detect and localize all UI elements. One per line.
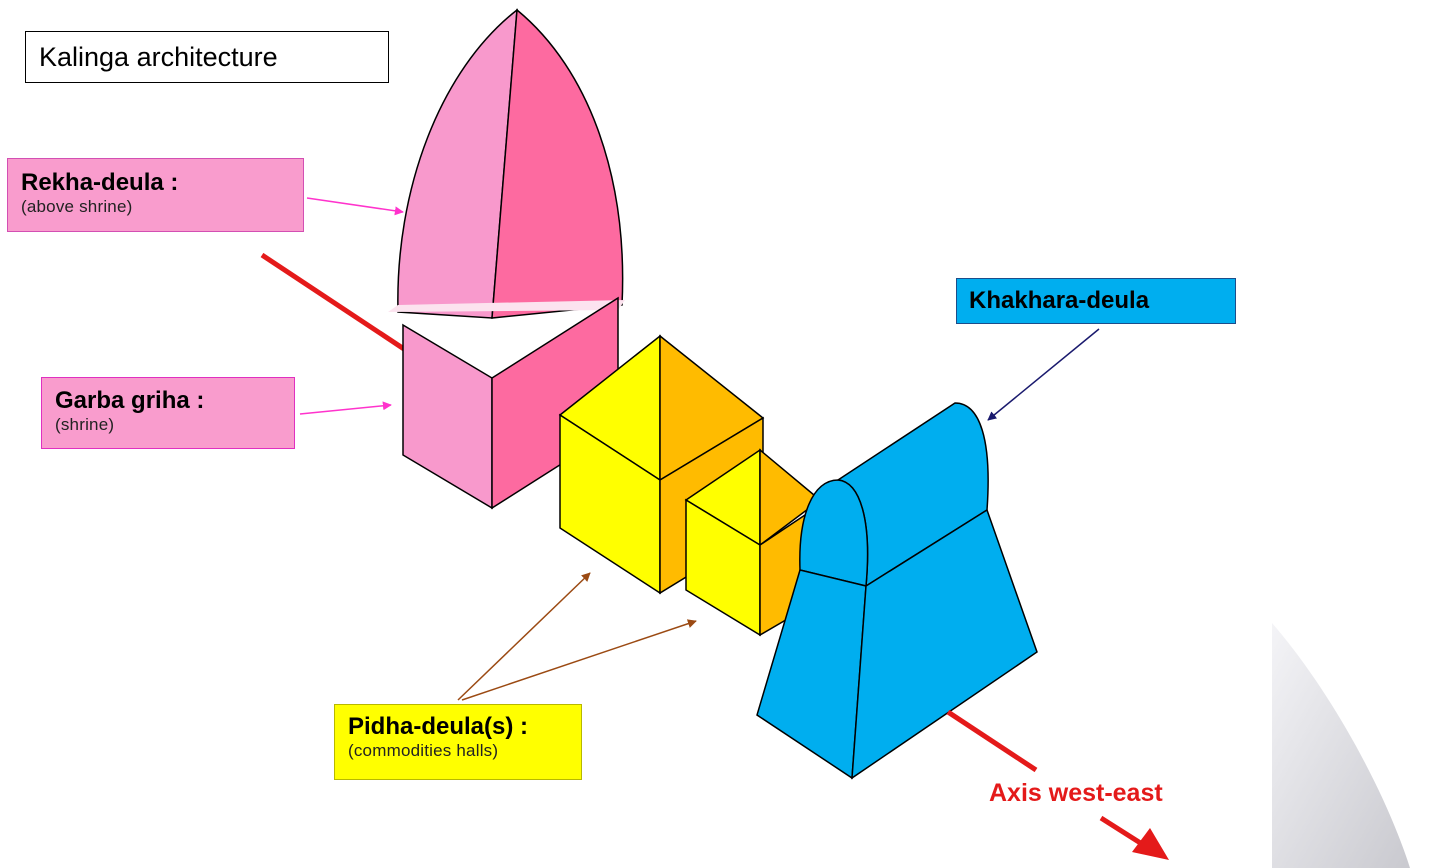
label-pidha-sub: (commodities halls) <box>348 741 499 760</box>
pidha-deula-small-shape <box>684 448 822 637</box>
arrow-pidha-small <box>461 619 697 701</box>
label-garba-griha: Garba griha : (shrine) <box>41 377 295 449</box>
label-garba-sub: (shrine) <box>55 415 115 434</box>
label-rekha-deula: Rekha-deula : (above shrine) <box>7 158 304 232</box>
axis-line-west <box>260 252 406 352</box>
label-pidha-deula: Pidha-deula(s) : (commodities halls) <box>334 704 582 780</box>
arrow-garba <box>299 401 392 415</box>
label-khakhara-deula: Khakhara-deula <box>956 278 1236 324</box>
watermark-shape <box>1272 623 1410 868</box>
khakhara-deula-shape <box>756 402 1038 780</box>
label-axis: Axis west-east <box>989 779 1163 807</box>
rekha-deula-shape <box>388 8 625 319</box>
label-rekha-sub: (above shrine) <box>21 197 133 216</box>
label-garba-main: Garba griha : <box>55 387 205 414</box>
label-pidha-main: Pidha-deula(s) : <box>348 713 529 740</box>
arrow-pidha-large <box>457 572 591 701</box>
diagram-title: Kalinga architecture <box>25 31 389 83</box>
axis-arrowhead <box>1132 828 1169 860</box>
arrow-khakhara <box>987 328 1100 421</box>
label-rekha-main: Rekha-deula : <box>21 169 179 196</box>
axis-line-east-b <box>1099 815 1144 847</box>
arrow-rekha <box>306 197 404 216</box>
label-khakhara-main: Khakhara-deula <box>969 287 1150 314</box>
axis-line-east-a <box>946 709 1038 773</box>
